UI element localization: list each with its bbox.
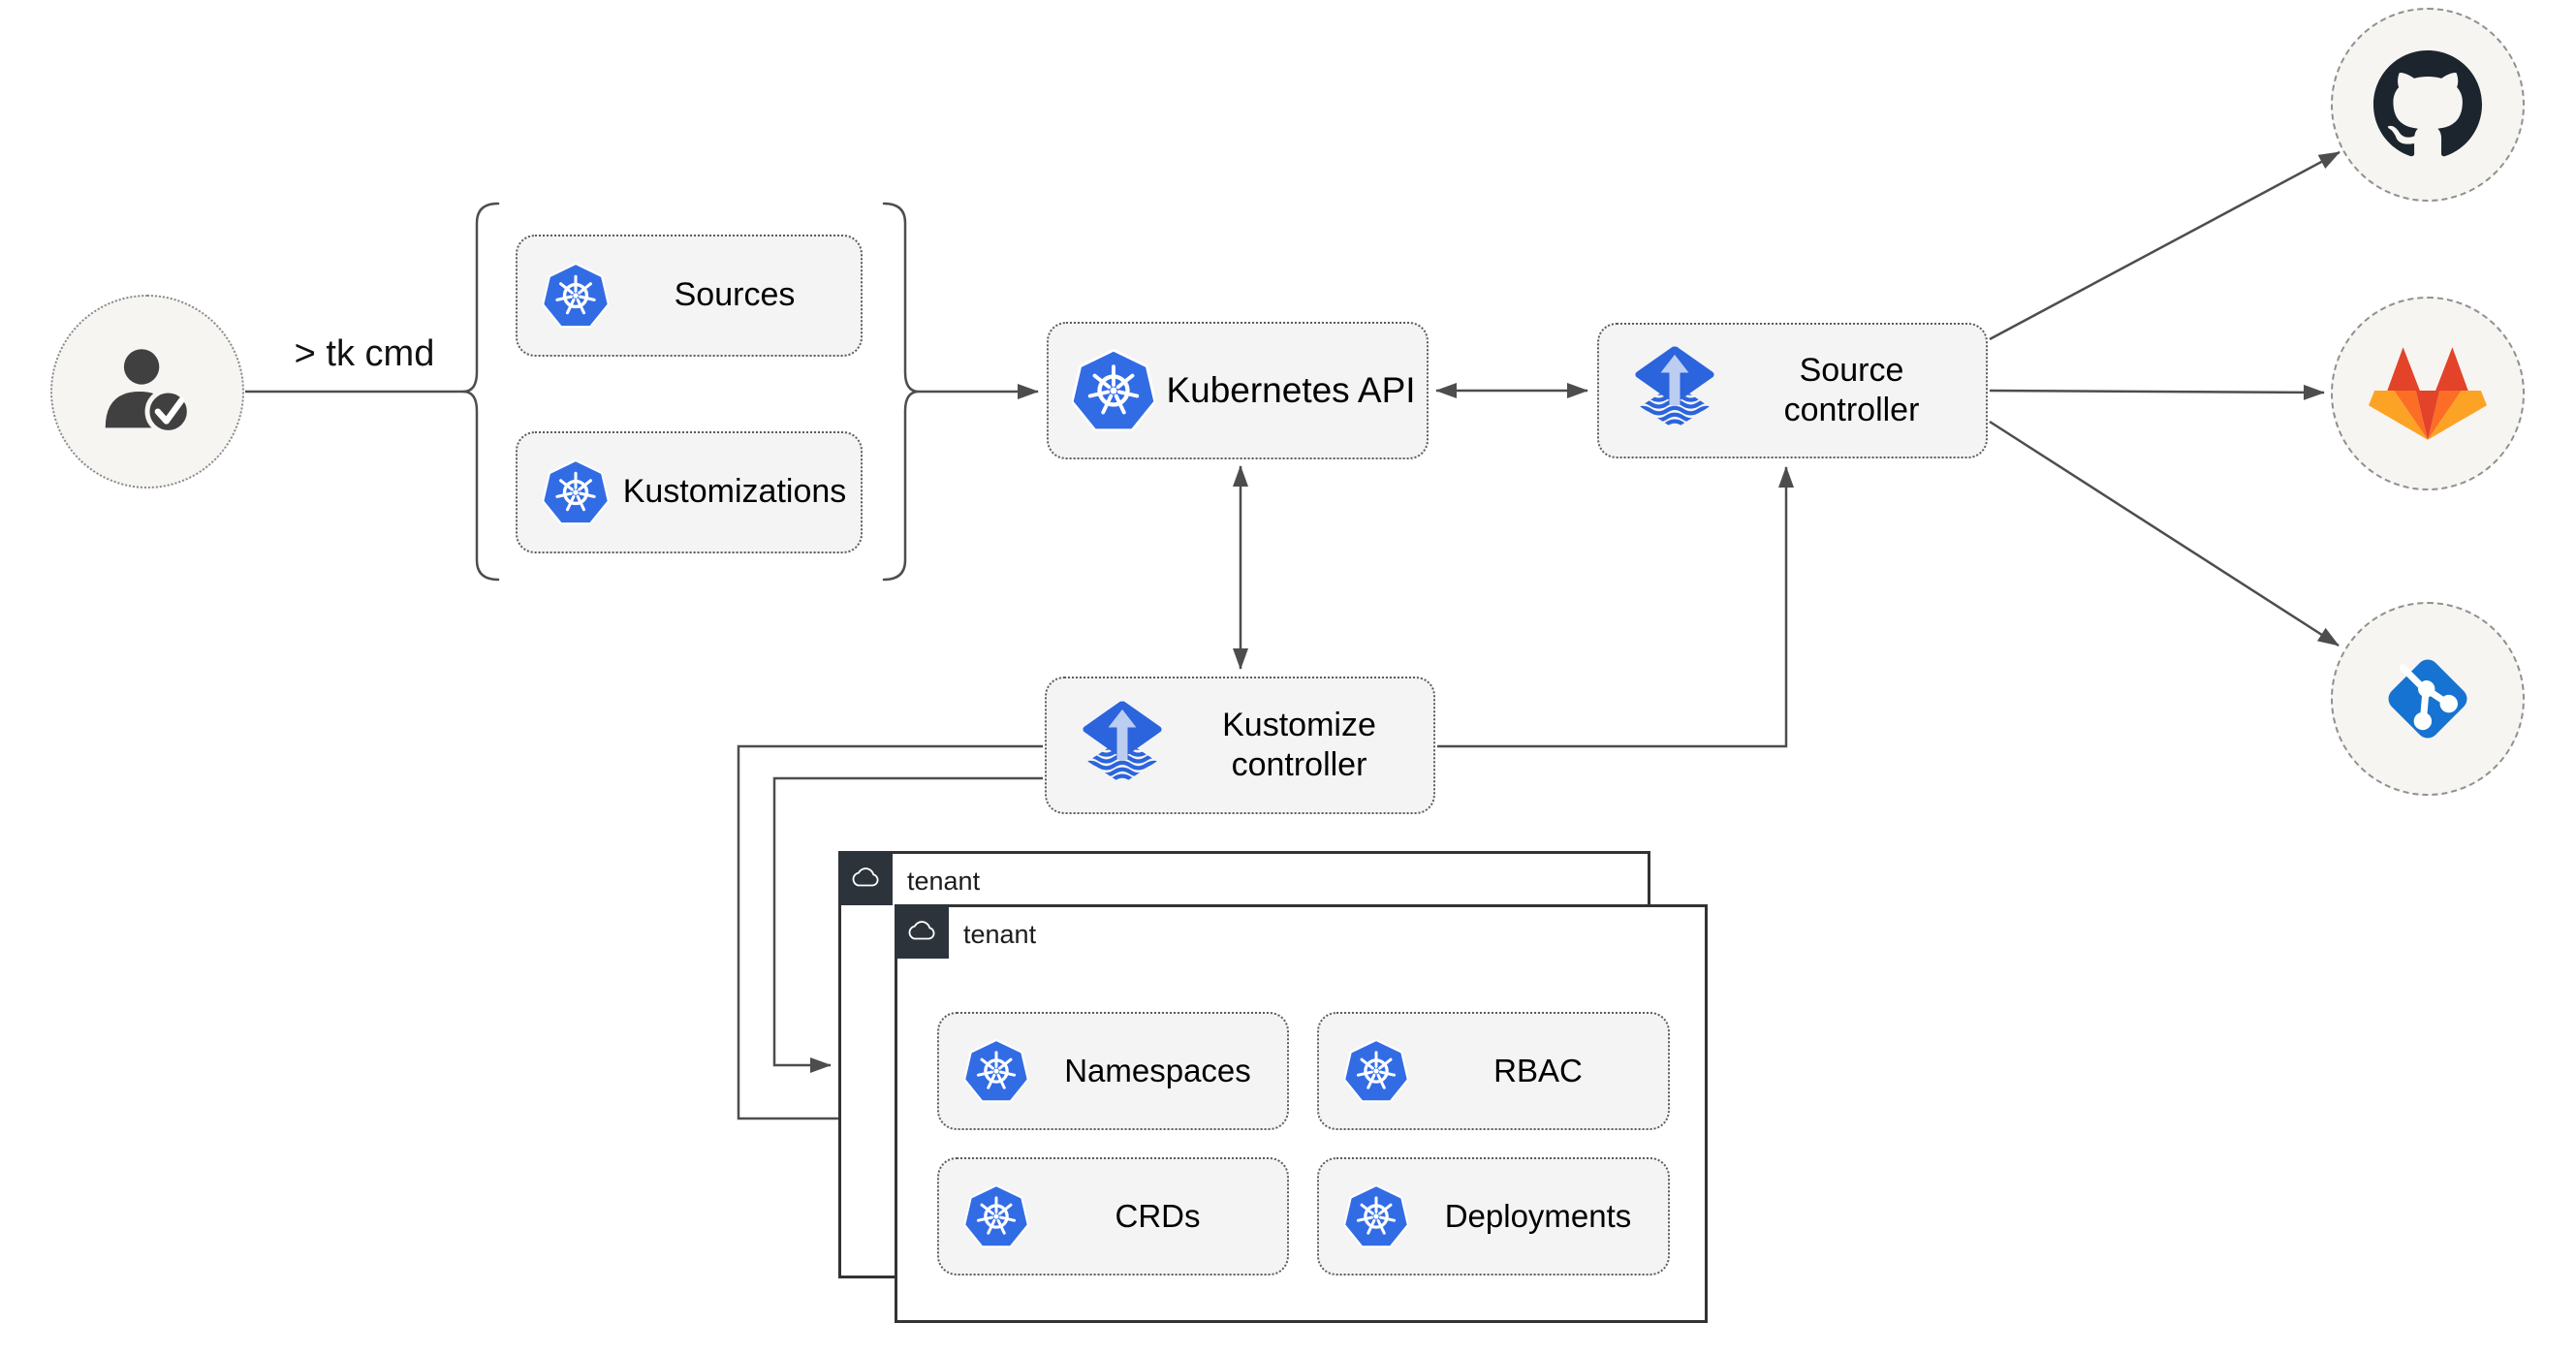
tenant-window-front: tenant Namespaces RBAC CRDs Deployments xyxy=(895,904,1708,1323)
kustomize-controller-label: Kustomize controller xyxy=(1165,706,1433,786)
kubernetes-api-box: Kubernetes API xyxy=(1047,322,1429,459)
deployments-label: Deployments xyxy=(1444,1197,1632,1234)
namespaces-box: Namespaces xyxy=(937,1012,1289,1130)
git-circle xyxy=(2331,602,2525,796)
flux-icon xyxy=(1080,699,1165,792)
user-circle xyxy=(50,295,244,488)
cloud-icon xyxy=(904,914,939,949)
connector-source-git xyxy=(1989,420,2340,647)
namespaces-label: Namespaces xyxy=(1064,1052,1251,1088)
source-controller-text: Source controller xyxy=(1783,351,1920,428)
cloud-icon xyxy=(848,861,883,896)
connector-source-github xyxy=(1989,150,2340,341)
kubernetes-icon xyxy=(543,263,609,329)
kustomizations-label: Kustomizations xyxy=(622,473,847,511)
github-icon xyxy=(2373,50,2482,159)
crds-box: CRDs xyxy=(937,1157,1289,1276)
rbac-box: RBAC xyxy=(1317,1012,1670,1130)
cmd-label: > tk cmd xyxy=(294,333,435,374)
kustomize-controller-text: Kustomize controller xyxy=(1222,706,1376,783)
kubernetes-icon xyxy=(1344,1184,1408,1248)
source-controller-label: Source controller xyxy=(1717,351,1986,431)
tenant-tab xyxy=(895,904,949,959)
source-controller-box: Source controller xyxy=(1597,323,1988,458)
group-bracket-left xyxy=(462,202,500,582)
rbac-label: RBAC xyxy=(1493,1052,1583,1088)
deployments-box: Deployments xyxy=(1317,1157,1670,1276)
git-icon xyxy=(2366,637,2490,761)
kubernetes-api-label: Kubernetes API xyxy=(1166,370,1416,411)
flux-icon xyxy=(1632,344,1717,437)
tenant-label: tenant xyxy=(963,920,1037,949)
sources-label: Sources xyxy=(674,276,796,314)
github-circle xyxy=(2331,8,2525,202)
group-bracket-right xyxy=(882,202,920,582)
gitlab-circle xyxy=(2331,297,2525,490)
tenant-tab xyxy=(838,851,893,905)
sources-box: Sources xyxy=(516,235,863,357)
kubernetes-icon xyxy=(964,1184,1028,1248)
kustomizations-box: Kustomizations xyxy=(516,431,863,553)
kustomize-controller-box: Kustomize controller xyxy=(1045,677,1435,814)
kubernetes-icon xyxy=(543,459,609,525)
tenant-label: tenant xyxy=(907,867,981,896)
gitlab-icon xyxy=(2369,339,2487,448)
connector-kustomize-source xyxy=(1437,466,1794,748)
kubernetes-icon xyxy=(964,1039,1028,1103)
user-icon xyxy=(90,334,204,449)
crds-label: CRDs xyxy=(1115,1197,1201,1234)
kubernetes-icon xyxy=(1072,349,1155,432)
connector-source-gitlab xyxy=(1989,384,2325,400)
kubernetes-icon xyxy=(1344,1039,1408,1103)
